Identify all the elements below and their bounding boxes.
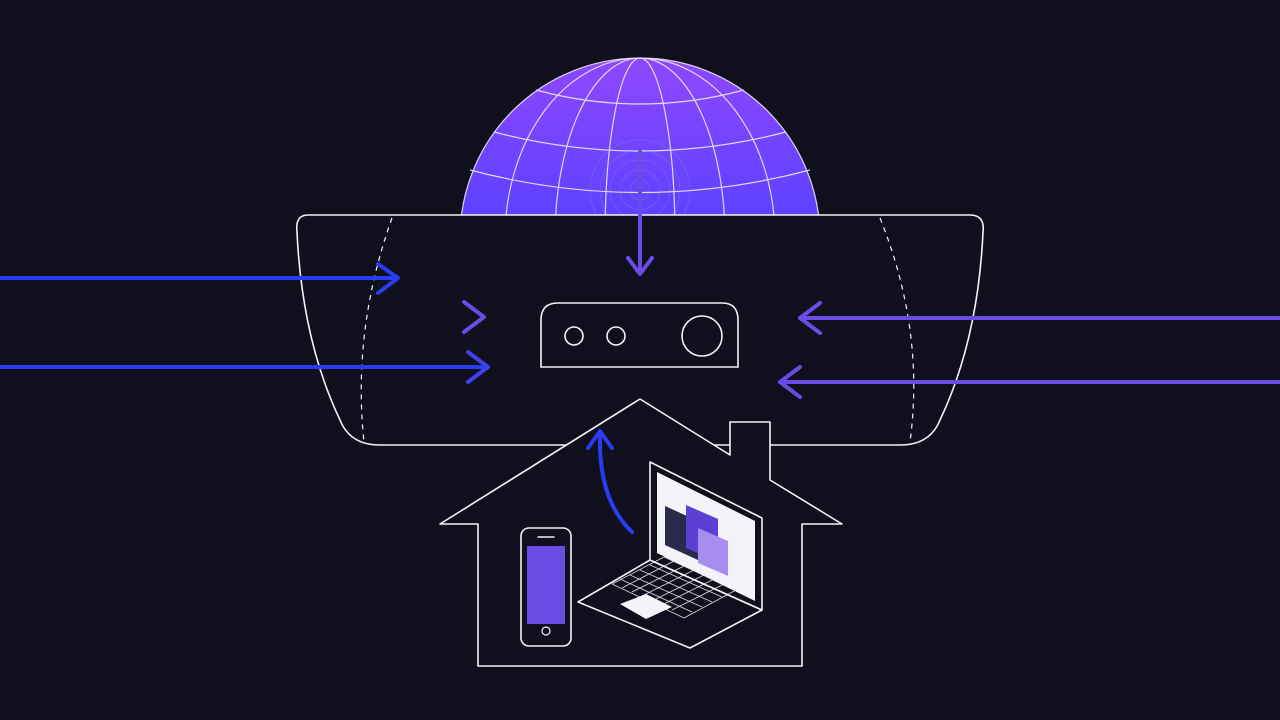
left-incoming-arrows [0, 262, 490, 384]
right-incoming-arrows [778, 301, 1280, 399]
globe-to-router-arrow [626, 148, 654, 276]
network-boundary [295, 214, 985, 446]
devices-to-router-arrow [586, 429, 634, 534]
right-arrow-bottom [778, 365, 1280, 399]
left-arrow-top [0, 262, 400, 295]
laptop-icon [577, 461, 763, 649]
left-arrow-middle [0, 300, 486, 334]
router-icon [540, 302, 739, 368]
left-arrow-bottom [0, 350, 490, 384]
smartphone-icon [520, 527, 572, 647]
right-arrow-top [798, 301, 1280, 335]
